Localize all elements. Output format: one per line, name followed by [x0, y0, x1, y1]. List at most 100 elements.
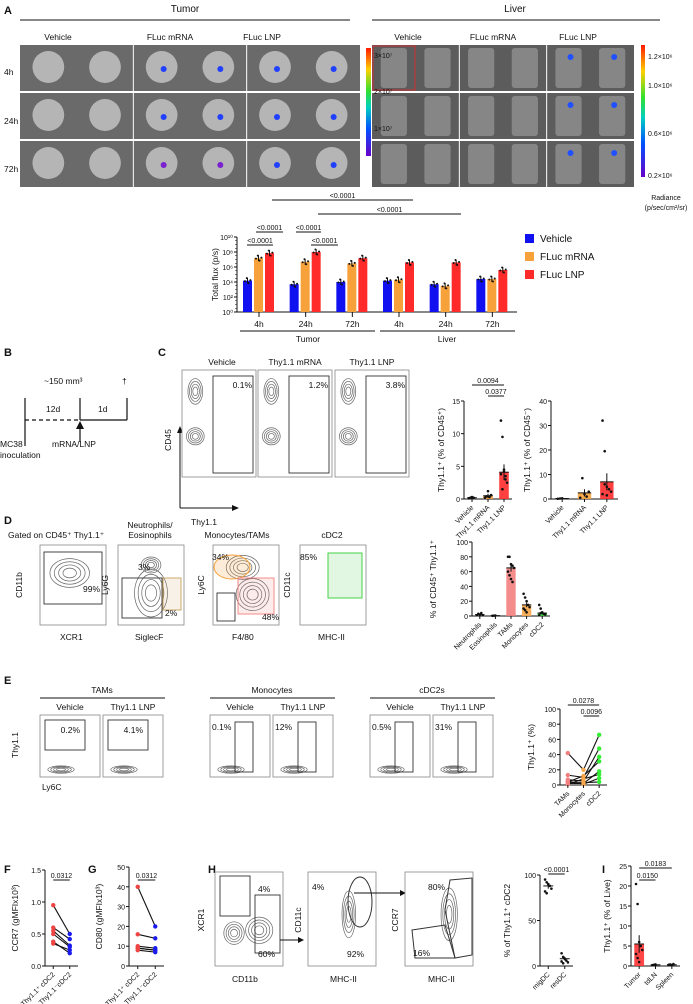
data-point — [305, 263, 308, 266]
data-point — [634, 882, 638, 886]
bioluminescence-signal — [330, 66, 337, 72]
data-point — [452, 261, 455, 264]
flow-plot — [102, 714, 164, 778]
data-point — [491, 280, 494, 283]
y-axis-label: Thy1.1⁺ (%) — [526, 724, 536, 770]
gate — [457, 721, 477, 773]
data-point — [601, 492, 604, 496]
treatment-label: mRNA/LNP — [52, 439, 96, 449]
data-point — [636, 902, 639, 906]
data-point — [340, 283, 343, 286]
y-tick-label: 80 — [460, 555, 468, 562]
ivis-image — [372, 45, 634, 91]
gate-percent: 3% — [138, 562, 151, 572]
y-tick-label: 0.0 — [31, 964, 41, 971]
category-label: resDC — [549, 971, 568, 990]
data-point — [436, 282, 439, 285]
group-label-liver: Liver — [438, 334, 457, 344]
data-point — [362, 259, 365, 262]
bar-fluc-mrna — [254, 258, 263, 312]
bar-vehicle — [243, 280, 252, 312]
panel-label-c: C — [158, 347, 166, 359]
panel-label-f: F — [4, 864, 11, 876]
data-point — [596, 775, 602, 781]
category-label: 24h — [439, 319, 453, 329]
data-point — [456, 263, 459, 266]
bioluminescence-signal — [217, 114, 224, 120]
endpoint-dagger: † — [122, 376, 127, 386]
gate-percent: 12% — [275, 722, 292, 732]
gate-percent: 4% — [312, 882, 325, 892]
gate — [237, 577, 275, 615]
tumor-colorbar — [366, 48, 371, 156]
y-axis-label: CD80 (gMFIx10³) — [94, 884, 104, 950]
y-tick-label: 0 — [464, 614, 468, 621]
y-tick-label: 100 — [524, 873, 536, 880]
start-label-2: inoculation — [0, 450, 41, 460]
gate-percent: 0.2% — [61, 725, 81, 735]
data-point — [296, 282, 299, 285]
axis-label: Ly6C — [196, 575, 206, 595]
gate-percent: 0.1% — [212, 722, 232, 732]
category-label: cDC2 — [585, 790, 602, 807]
tumor-colorbar-tick: 3×10⁷ — [374, 53, 393, 60]
gate-percent: 3.8% — [386, 380, 406, 390]
gate — [44, 719, 86, 751]
data-point — [153, 936, 158, 941]
bar — [499, 472, 509, 499]
bioluminescence-signal — [611, 102, 618, 108]
bar-vehicle — [429, 284, 439, 312]
bioluminescence-signal — [567, 150, 574, 156]
y-tick-label: 5 — [456, 464, 460, 471]
data-point — [434, 285, 437, 288]
p-value: 0.0312 — [136, 873, 158, 880]
data-point — [605, 494, 609, 497]
interval-1d: 1d — [98, 404, 108, 414]
axis-label: MHC-II — [318, 632, 345, 642]
bioluminescence-signal — [274, 66, 280, 72]
gate — [327, 552, 363, 599]
data-point — [493, 277, 496, 280]
bioluminescence-signal — [274, 162, 280, 168]
data-point — [348, 262, 351, 265]
axis-cd45: CD45 — [163, 429, 173, 451]
data-point — [447, 284, 450, 287]
y-tick-label: 20 — [619, 884, 627, 891]
population-cdc2s: cDC2s — [419, 685, 445, 695]
y-tick-label: 20 — [117, 924, 125, 931]
y-axis-label: CCR7 (gMFIx10³) — [10, 884, 20, 951]
data-point — [303, 258, 306, 261]
gate — [107, 719, 149, 751]
paired-line — [137, 949, 156, 953]
condition-label: Thy1.1 LNP — [281, 702, 326, 712]
panel-label-i: I — [602, 864, 605, 876]
p-value: <0.0001 — [247, 238, 273, 245]
data-point — [596, 732, 602, 738]
data-point — [490, 275, 493, 278]
data-point — [511, 580, 514, 584]
data-point — [489, 493, 493, 497]
data-point — [596, 759, 602, 764]
data-point — [266, 252, 268, 255]
y-tick-label: 5 — [623, 944, 627, 951]
data-point — [290, 283, 293, 286]
data-point — [244, 280, 246, 283]
data-point — [499, 472, 503, 476]
data-point — [501, 435, 504, 439]
bar-fluc-lnp — [358, 258, 368, 312]
bar-vehicle — [336, 282, 346, 312]
y-tick-label: 10² — [223, 295, 234, 302]
data-point — [548, 884, 552, 888]
liver-colorbar-tick: 0.2×10⁶ — [648, 173, 673, 180]
paired-line — [52, 933, 71, 948]
condition-label: Thy1.1 LNP — [111, 702, 156, 712]
liver-group-fluc-mrna: FLuc mRNA — [470, 32, 517, 42]
data-point — [499, 419, 503, 422]
plot-title-cdc2: cDC2 — [321, 530, 343, 540]
data-point — [601, 419, 604, 422]
bioluminescence-signal — [217, 66, 224, 72]
data-point — [504, 268, 507, 271]
group-label-tumor: Tumor — [296, 334, 320, 344]
data-point — [596, 772, 602, 777]
